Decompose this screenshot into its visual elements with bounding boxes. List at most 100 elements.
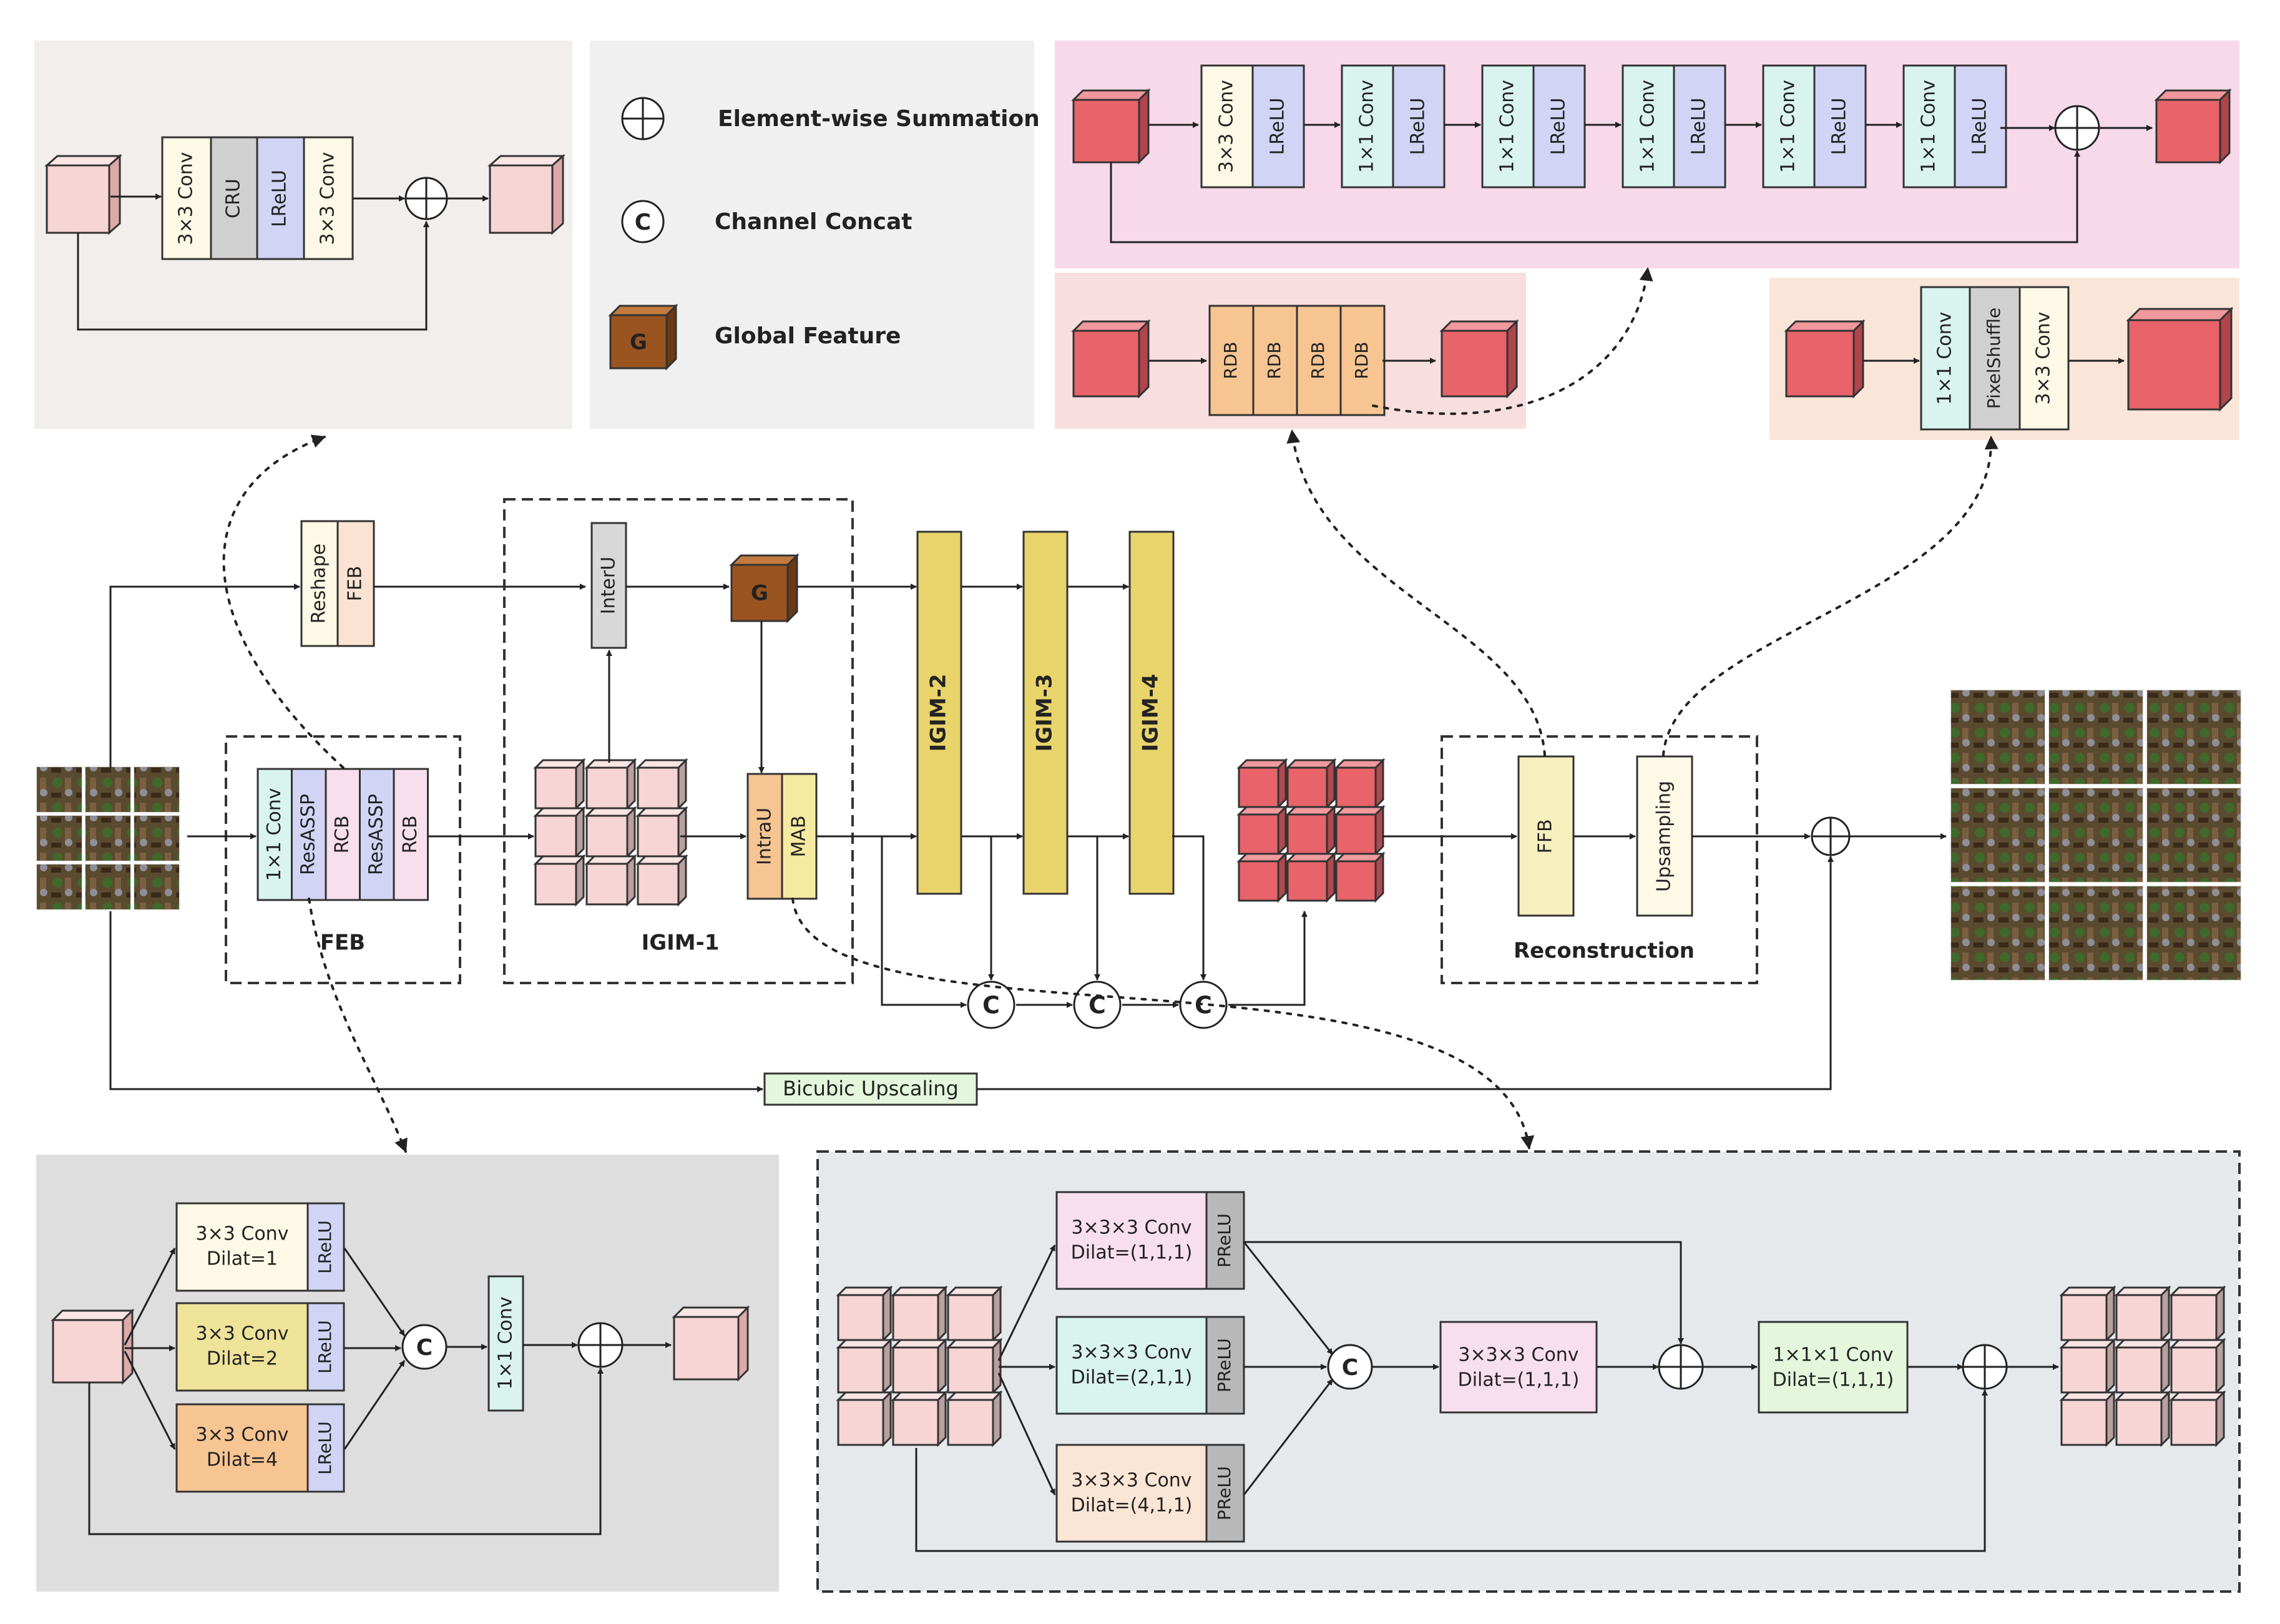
ffb-block: FFB [1517, 755, 1575, 917]
legend-global-symbol: G [630, 330, 647, 355]
mab-conv3d-line1: 3×3×3 Conv [1458, 1344, 1578, 1366]
resassp-branch-2-line1: 3×3 Conv [196, 1323, 289, 1345]
mab-input-cubes [836, 1285, 1003, 1447]
feb-block-2-label: ResASSP [297, 794, 319, 875]
sr-image-2-2 [2146, 885, 2242, 981]
mab-in-cube-2-1 [891, 1390, 948, 1447]
rdb-block-12: LReLU [1954, 64, 2007, 188]
mab-out-cube-2-2 [2169, 1390, 2226, 1447]
mab-conv1-line1: 1×1×1 Conv [1773, 1344, 1893, 1366]
rdb-block-5-label: 1×1 Conv [1497, 80, 1519, 173]
mab-in-cube-1-2 [946, 1338, 1003, 1395]
concat-symbol-1: C [982, 992, 1000, 1019]
rdb-block-3-label: 1×1 Conv [1356, 80, 1378, 173]
lr-image-1-1 [84, 814, 132, 862]
legend-sum-label: Element-wise Summation [718, 106, 1040, 132]
fused-cube-1-0 [1236, 805, 1288, 856]
igim1-cube-2-0 [533, 854, 586, 907]
resassp-panel-bg [36, 1155, 779, 1592]
sr-image-0-0 [1950, 689, 2046, 785]
igim1-cube-1-2 [635, 806, 688, 859]
resassp-fuse-label: 1×1 Conv [495, 1297, 517, 1390]
interu-label: InterU [598, 557, 620, 614]
resassp-fuse-block: 1×1 Conv [487, 1275, 524, 1412]
rdb-block-11-label: 1×1 Conv [1918, 80, 1940, 173]
feb-block-4: ResASSP [359, 768, 395, 901]
mab-concat-symbol: C [1342, 1355, 1358, 1381]
rcb-sum-icon [404, 177, 448, 220]
concat-icon-1: C [967, 981, 1015, 1029]
mab-branch-2-act: PReLU [1205, 1316, 1245, 1415]
rcb-output-cube [487, 154, 565, 235]
resassp-branch-2-line2: Dilat=2 [207, 1348, 278, 1370]
fused-cube-0-1 [1285, 758, 1337, 810]
sr-image-2-0 [1950, 885, 2046, 981]
rdb-output-cube [2154, 88, 2232, 165]
legend-panel: Element-wise Summation C Channel Concat … [608, 97, 1040, 371]
mab-conv1-block: 1×1×1 Conv Dilat=(1,1,1) [1758, 1321, 1909, 1414]
mab-out-cube-0-2 [2169, 1285, 2226, 1343]
lr-image-0-0 [36, 766, 83, 813]
interu-block: InterU [590, 522, 627, 649]
igim1-cube-0-2 [635, 758, 688, 811]
upsampling-output-cube [2126, 306, 2234, 412]
sr-image-1-2 [2146, 787, 2242, 883]
fused-cube-1-1 [1285, 805, 1337, 856]
mab-branch-2-line2: Dilat=(2,1,1) [1071, 1367, 1193, 1389]
mab-branch-1-act: PReLU [1205, 1191, 1245, 1290]
upsampling-block-1: 1×1 Conv [1920, 286, 1971, 431]
mab-sum-icon-2 [1962, 1344, 2008, 1390]
bicubic-label: Bicubic Upscaling [783, 1077, 959, 1100]
resassp-branch-2-act: LReLU [306, 1302, 345, 1392]
sr-image-1-0 [1950, 787, 2046, 883]
rcb-panel: 3×3 Conv CRU LReLU 3×3 Conv [44, 136, 565, 331]
rdb-sum-icon [2054, 105, 2100, 151]
rdb-block-9-label: 1×1 Conv [1778, 80, 1799, 173]
feb-top-block: FEB [336, 520, 375, 647]
global-feature-cube: G [729, 553, 800, 624]
fused-cube-1-2 [1334, 805, 1386, 856]
mab-label: MAB [788, 816, 810, 858]
reshape-label: Reshape [308, 544, 330, 624]
rdb-block-10-label: LReLU [1829, 98, 1851, 155]
reshape-block: Reshape [300, 520, 339, 647]
feb-block-4-label: ResASSP [365, 794, 387, 875]
resassp-output-cube [672, 1305, 750, 1382]
feb-block-1-label: 1×1 Conv [263, 788, 285, 881]
rcb-input-cube [44, 154, 122, 235]
reconstruction-caption: Reconstruction [1514, 939, 1695, 964]
mab-branch-3-act-label: PReLU [1214, 1466, 1235, 1520]
mab-out-cube-2-0 [2059, 1390, 2116, 1447]
resassp-concat-icon: C [401, 1324, 448, 1370]
upsampling-panel: 1×1 Conv PixelShuffle 3×3 Conv [1784, 286, 2234, 431]
mab-branch-3-line1: 3×3×3 Conv [1071, 1470, 1191, 1492]
mab-out-cube-0-1 [2114, 1285, 2171, 1343]
mab-conv3d-block: 3×3×3 Conv Dilat=(1,1,1) [1439, 1321, 1598, 1414]
sr-image-2-1 [2048, 885, 2144, 981]
igim-block-4: IGIM-4 [1128, 531, 1175, 895]
rdb-block-2-label: LReLU [1267, 98, 1289, 155]
mab-in-cube-1-0 [836, 1338, 893, 1395]
feb-block-3: RCB [325, 768, 361, 901]
rdb-block-2: LReLU [1251, 64, 1305, 188]
mab-branch-1-line1: 3×3×3 Conv [1071, 1217, 1191, 1239]
mab-out-cube-1-2 [2169, 1338, 2226, 1395]
callout-curves [222, 267, 1999, 1153]
igim-block-4-label: IGIM-4 [1138, 674, 1163, 752]
ffb-rdb-block-1: RDB [1208, 305, 1255, 416]
resassp-input-cube [51, 1308, 135, 1385]
sr-image-0-1 [2048, 689, 2144, 785]
rcb-block-1: 3×3 Conv [161, 136, 212, 260]
lr-image-0-2 [133, 766, 180, 813]
igim1-cube-2-1 [584, 854, 637, 907]
upsampling-label: Upsampling [1653, 781, 1675, 892]
lr-image-2-0 [36, 863, 83, 911]
lr-image-0-1 [84, 766, 132, 813]
